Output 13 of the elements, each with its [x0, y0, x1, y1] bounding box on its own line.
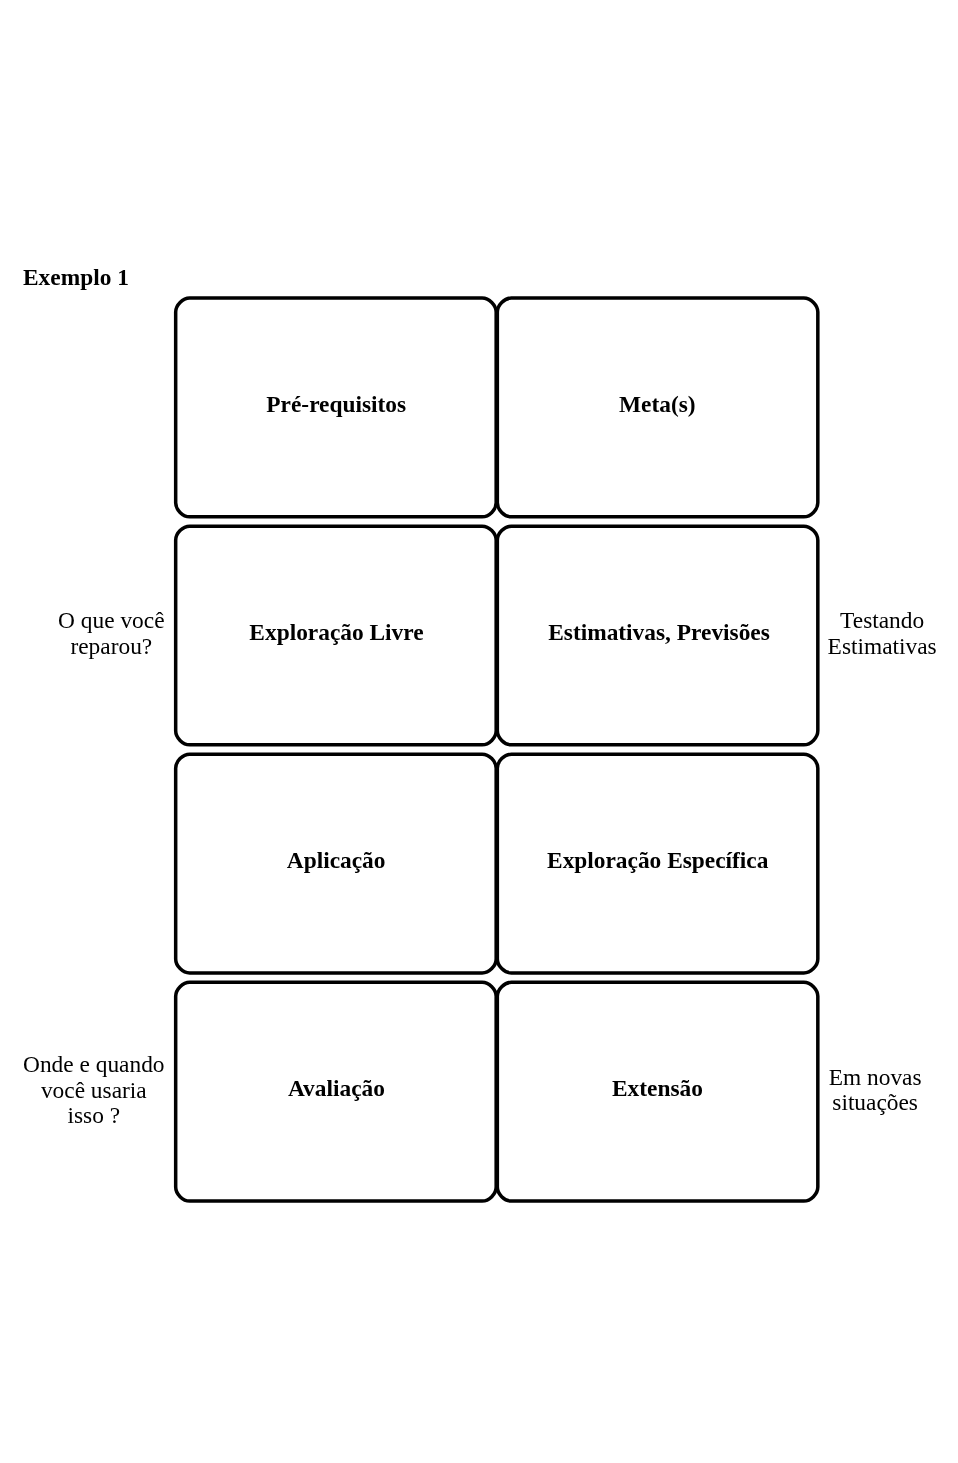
node-box: Exploração Livre: [173, 523, 498, 747]
node-label: Testando Estimativas: [827, 606, 937, 659]
node-box: Estimativas, Previsões: [495, 523, 820, 747]
node-label: Em novas situações: [828, 1063, 922, 1115]
node-label: O que você reparou?: [57, 606, 165, 659]
node-box: Exploração Específica: [495, 751, 820, 975]
node-box: Extensão: [495, 980, 820, 1203]
node-box: Aplicação: [173, 751, 498, 975]
node-box: Avaliação: [173, 980, 498, 1203]
node-label: Onde e quando você usaria isso ?: [22, 1050, 165, 1128]
diagram-title: Exemplo 1: [22, 263, 129, 290]
node-box: Pré-requisitos: [173, 295, 498, 519]
node-box: Meta(s): [495, 295, 820, 519]
